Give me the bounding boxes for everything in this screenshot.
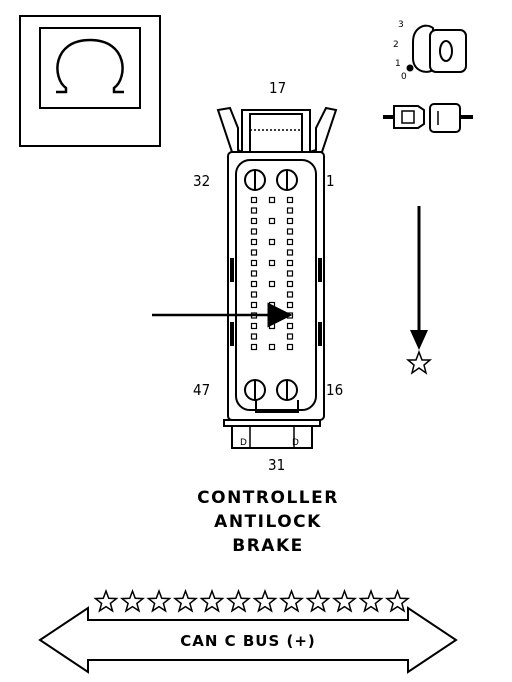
connector-pin [250,270,258,277]
component-name: CONTROLLER ANTILOCK BRAKE [197,488,339,556]
connector-pin [250,333,258,340]
housing-mark-left: D [240,438,247,448]
component-line-3: BRAKE [232,536,304,556]
connector-pin [286,322,294,330]
connector-pin [250,291,258,298]
connector-pin [286,217,294,225]
connector-pin [286,333,294,340]
connector-pin [286,291,294,298]
pin-label-17: 17 [269,79,286,97]
connector-pin [250,207,258,214]
connector-pin [250,259,258,267]
key-position-2: 2 [393,40,399,50]
connector-pin [286,301,294,309]
star-icon [358,588,384,613]
star-icon [331,588,358,613]
pin-grid [250,196,294,351]
connector-pin [250,228,258,235]
pin-label-31: 31 [268,456,285,474]
pin-label-1: 1 [326,172,335,190]
connector-pin [250,280,258,288]
star-icon [146,588,172,613]
pin-label-16: 16 [326,381,343,399]
star-icon [93,588,119,613]
pin-label-47: 47 [193,381,210,399]
connector-disconnect-icon [383,103,473,133]
connector-pin [286,228,294,235]
star-icon [305,588,331,613]
connector-pin [250,322,258,330]
connector-pin [286,238,294,246]
can-c-bus-label: CAN C BUS (+) [180,632,316,650]
connector-pin [286,207,294,214]
connector-pin [286,259,294,267]
connector-pin [250,196,258,204]
connector-pin [250,238,258,246]
component-line-2: ANTILOCK [214,512,322,532]
star-icon [384,588,411,613]
connector-pin [268,196,276,204]
star-icon [278,588,305,613]
pin-label-32: 32 [193,172,210,190]
connector-pin [286,270,294,277]
connector-pin [286,196,294,204]
can-c-bus-arrow: CAN C BUS (+) [38,606,458,674]
connector-pin [268,301,276,309]
star-icon [199,588,225,613]
connector-pin [268,217,276,225]
star-icon [172,588,199,613]
connector-pin [268,280,276,288]
connector-pin [286,249,294,256]
ohm-meter-icon [19,15,161,147]
bus-stars-row [93,588,411,613]
connector-pin [268,238,276,246]
key-position-0: 0 [401,72,407,82]
ground-arrow [410,206,428,350]
star-icon [119,588,146,613]
connector-pin [250,343,258,351]
star-icon [252,588,278,613]
key-position-3: 3 [398,20,404,30]
abs-controller-connector: 17 32 1 47 16 31 D D [193,79,343,474]
connector-pin [268,343,276,351]
star-icon [225,588,252,613]
star-icon [405,349,433,375]
connector-pin [250,301,258,309]
connector-pin [250,249,258,256]
connector-pin [268,259,276,267]
connector-pin [250,217,258,225]
connector-pin [268,322,276,330]
ignition-key-icon: 3 2 1 0 0 [393,20,467,82]
component-line-1: CONTROLLER [197,488,339,508]
key-position-1: 1 [395,59,401,69]
housing-mark-right: D [292,438,299,448]
connector-pin [286,343,294,351]
connector-pin [286,280,294,288]
